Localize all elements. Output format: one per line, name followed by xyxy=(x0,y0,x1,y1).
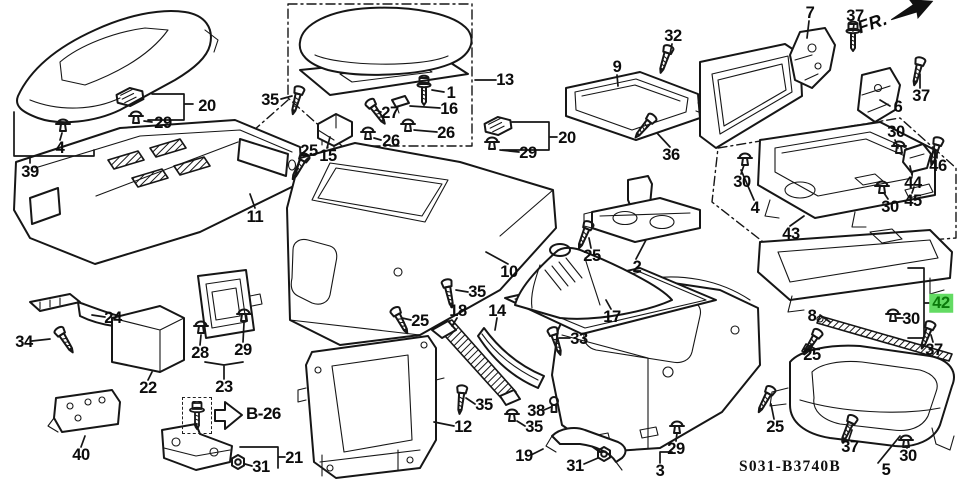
part-label-26-10[interactable]: 26 xyxy=(437,123,455,142)
part-label-24-45[interactable]: 24 xyxy=(104,308,122,327)
fr-direction-arrow-icon xyxy=(890,0,933,21)
part-label-25-39[interactable]: 25 xyxy=(411,311,429,330)
part-label-8-40[interactable]: 8 xyxy=(807,306,817,325)
part-drawing-bracket-12 xyxy=(297,335,445,479)
part-label-26-9[interactable]: 26 xyxy=(382,131,400,150)
part-label-29-2[interactable]: 29 xyxy=(154,113,172,132)
part-label-30-27[interactable]: 30 xyxy=(881,197,899,216)
part-drawing-stay-14 xyxy=(477,327,545,389)
part-label-45-26[interactable]: 45 xyxy=(904,191,922,210)
part-drawing-bracket-15 xyxy=(317,113,353,151)
part-label-25-62[interactable]: 25 xyxy=(766,417,784,436)
part-label-20-3[interactable]: 20 xyxy=(198,96,216,115)
b26-reference-callout[interactable]: B-26 xyxy=(182,394,292,438)
part-drawing-armrest-13 xyxy=(298,6,473,96)
part-label-10-33[interactable]: 10 xyxy=(500,262,518,281)
part-drawing-console-lid-39 xyxy=(16,9,219,124)
part-label-28-48[interactable]: 28 xyxy=(191,343,209,362)
part-drawing-bracket-40 xyxy=(47,389,121,433)
part-label-39-0[interactable]: 39 xyxy=(21,162,39,181)
part-label-29-60[interactable]: 29 xyxy=(667,439,685,458)
part-drawing-center-panel-4 xyxy=(699,43,803,149)
part-drawing-stay-18 xyxy=(431,319,521,406)
part-label-30-42[interactable]: 30 xyxy=(902,309,920,328)
part-label-30-28[interactable]: 30 xyxy=(733,172,751,191)
part-label-31-59[interactable]: 31 xyxy=(566,456,584,475)
part-label-27-8[interactable]: 27 xyxy=(381,103,399,122)
part-label-16-11[interactable]: 16 xyxy=(440,99,458,118)
part-label-6-22[interactable]: 6 xyxy=(893,97,903,116)
b26-bolt-icon xyxy=(189,401,205,430)
part-label-37-63[interactable]: 37 xyxy=(841,437,859,456)
part-label-19-58[interactable]: 19 xyxy=(515,446,533,465)
b26-label: B-26 xyxy=(246,404,281,423)
b26-arrow-icon xyxy=(214,401,243,430)
part-drawing-box-22 xyxy=(111,305,185,373)
part-label-40-51[interactable]: 40 xyxy=(72,445,90,464)
part-label-2-32[interactable]: 2 xyxy=(632,257,642,276)
part-label-1-12[interactable]: 1 xyxy=(446,83,456,102)
part-label-30-23[interactable]: 30 xyxy=(887,122,905,141)
part-drawing-bracket-6 xyxy=(857,67,901,123)
part-label-30-64[interactable]: 30 xyxy=(899,446,917,465)
part-label-38-56[interactable]: 38 xyxy=(527,401,545,420)
part-label-25-31[interactable]: 25 xyxy=(583,246,601,265)
part-drawing-rear-tray-5 xyxy=(769,344,955,451)
diagram-code: S031-B3740B xyxy=(739,458,841,475)
part-label-37-20[interactable]: 37 xyxy=(846,6,864,25)
part-label-21-52[interactable]: 21 xyxy=(285,448,303,467)
part-label-37-44[interactable]: 37 xyxy=(925,340,943,359)
b26-bolt-box xyxy=(182,397,212,434)
part-drawing-latch-16 xyxy=(391,95,410,114)
part-label-4-29[interactable]: 4 xyxy=(750,198,760,217)
part-label-20-15[interactable]: 20 xyxy=(558,128,576,147)
part-label-25-6[interactable]: 25 xyxy=(300,141,318,160)
part-label-44-25[interactable]: 44 xyxy=(904,173,922,192)
part-label-22-47[interactable]: 22 xyxy=(139,378,157,397)
part-label-5-65[interactable]: 5 xyxy=(881,460,891,479)
part-label-4-1[interactable]: 4 xyxy=(55,138,65,157)
part-drawing-bracket-21 xyxy=(161,423,233,471)
part-label-29-49[interactable]: 29 xyxy=(234,340,252,359)
part-drawing-bracket-7 xyxy=(789,27,836,89)
part-label-11-4[interactable]: 11 xyxy=(246,207,264,226)
part-label-25-43[interactable]: 25 xyxy=(803,345,821,364)
part-label-37-21[interactable]: 37 xyxy=(912,86,930,105)
part-label-3-61[interactable]: 3 xyxy=(655,461,665,479)
part-label-42-41[interactable]: 42 xyxy=(929,293,953,313)
part-label-32-17[interactable]: 32 xyxy=(664,26,682,45)
part-label-17-37[interactable]: 17 xyxy=(603,307,621,326)
part-label-18-35[interactable]: 18 xyxy=(449,301,467,320)
part-label-43-30[interactable]: 43 xyxy=(782,224,800,243)
part-label-14-36[interactable]: 14 xyxy=(488,301,506,320)
part-label-31-53[interactable]: 31 xyxy=(252,457,270,476)
part-label-34-46[interactable]: 34 xyxy=(15,332,33,351)
part-drawing-shift-boot-17 xyxy=(504,243,717,335)
leader-lines xyxy=(13,20,938,469)
part-label-36-18[interactable]: 36 xyxy=(662,145,680,164)
part-label-9-16[interactable]: 9 xyxy=(612,57,622,76)
part-label-35-57[interactable]: 35 xyxy=(525,417,543,436)
part-drawing-cupholder-43 xyxy=(757,121,936,228)
part-label-35-5[interactable]: 35 xyxy=(261,90,279,109)
part-label-15-7[interactable]: 15 xyxy=(319,146,337,165)
part-label-35-34[interactable]: 35 xyxy=(468,282,486,301)
part-label-33-38[interactable]: 33 xyxy=(570,329,588,348)
part-label-23-50[interactable]: 23 xyxy=(215,377,233,396)
part-drawing-latch-44-45 xyxy=(902,143,934,199)
part-label-35-55[interactable]: 35 xyxy=(475,395,493,414)
part-label-13-13[interactable]: 13 xyxy=(496,70,514,89)
part-drawing-tray-42 xyxy=(757,228,953,313)
part-label-12-54[interactable]: 12 xyxy=(454,417,472,436)
fr-direction-indicator: FR. xyxy=(854,0,937,39)
part-drawing-console-main-10 xyxy=(286,142,557,346)
part-drawing-handle-19 xyxy=(545,427,627,471)
part-label-46-24[interactable]: 46 xyxy=(929,156,947,175)
part-label-7-19[interactable]: 7 xyxy=(805,3,815,22)
part-label-29-14[interactable]: 29 xyxy=(519,143,537,162)
